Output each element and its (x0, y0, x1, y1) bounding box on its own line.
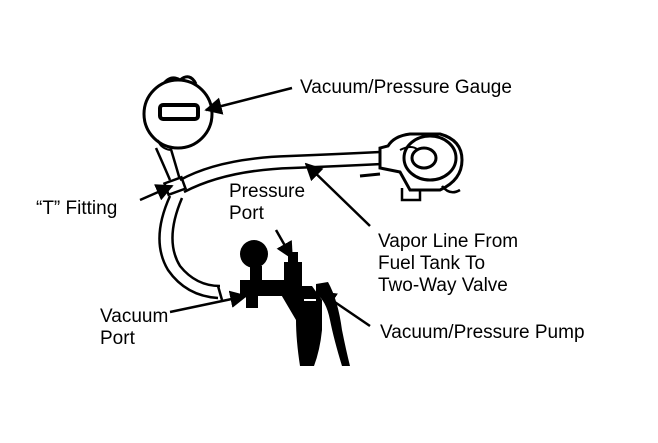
vapor-line-arrow (304, 162, 371, 227)
gauge-arrow (204, 86, 293, 115)
gauge-label: Vacuum/Pressure Gauge (300, 77, 512, 98)
gauge-drawing (142, 75, 214, 151)
vapor-line-label-line-2: Fuel Tank To (378, 253, 486, 274)
leader-arrows (139, 86, 371, 328)
two-way-valve-drawing (359, 132, 464, 202)
pump-label: Vacuum/Pressure Pump (380, 322, 585, 343)
vapor-line-label-line-1: Vapor Line From (378, 231, 519, 252)
vacuum-port-arrow (169, 290, 248, 314)
vapor-line-label: Vapor Line From Fuel Tank To Two-Way Val… (378, 231, 518, 297)
t-fitting-arrow (139, 184, 174, 202)
t-fitting-label: “T” Fitting (36, 198, 118, 219)
vacuum-port-label: Vacuum Port (100, 306, 168, 350)
pressure-port-arrow (274, 229, 294, 260)
pressure-port-label-line-1: Pressure (229, 181, 306, 202)
vacuum-port-label-line-2: Port (100, 328, 135, 349)
vapor-line-hose (179, 150, 383, 194)
pressure-port-label-line-2: Port (229, 203, 264, 224)
gauge-hose (154, 145, 182, 181)
vacuum-hose (158, 195, 224, 301)
vacuum-port-label-line-1: Vacuum (100, 306, 169, 327)
pump-arrow (318, 290, 371, 328)
pressure-port-label: Pressure Port (229, 181, 305, 225)
vapor-line-label-line-3: Two-Way Valve (378, 275, 508, 296)
pump-drawing (240, 240, 350, 366)
